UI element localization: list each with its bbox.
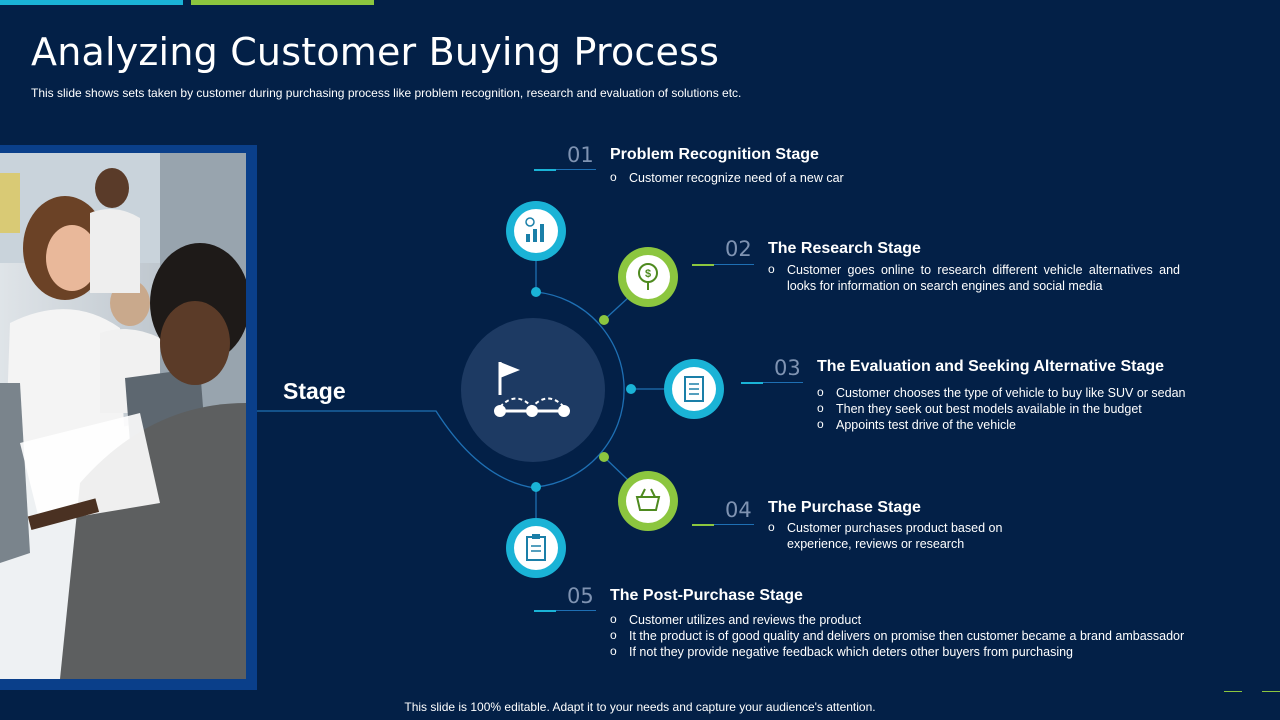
step-03-underline [741,382,803,384]
shopping-basket-icon [618,471,678,531]
stage-connector-line [257,410,536,489]
svg-text:$: $ [645,268,651,280]
top-accent-bar-green [191,0,374,5]
idea-chart-icon [506,201,566,261]
flag-path-icon [494,362,570,417]
step-02-number: 02 [725,237,752,261]
step-04-point-1: Customer purchases product based on expe… [768,519,1018,552]
junction-dot-01 [531,287,541,297]
step-05-underline [534,610,596,612]
step-01-underline [534,169,596,171]
step-02-title: The Research Stage [768,240,921,257]
top-accent-bar-cyan [0,0,183,5]
step-05-number: 05 [567,584,594,608]
junction-dot-04 [599,452,609,462]
step-01-number: 01 [567,143,594,167]
business-meeting-photo [0,153,246,679]
spoke-02 [603,296,630,321]
step-04-title: The Purchase Stage [768,499,921,516]
step-04-number: 04 [725,498,752,522]
step-03-point-1: Customer chooses the type of vehicle to … [817,384,1237,401]
step-05-point-2: It the product is of good quality and de… [610,627,1230,644]
hub-circle [461,318,605,462]
stage-arc [535,291,625,488]
junction-dot-02 [599,315,609,325]
step-05-point-1: Customer utilizes and reviews the produc… [610,611,1230,628]
step-02-points: Customer goes online to research differe… [768,261,1180,294]
step-03-point-2: Then they seek out best models available… [817,400,1237,417]
slide-footer: This slide is 100% editable. Adapt it to… [404,700,876,714]
step-05-points: Customer utilizes and reviews the produc… [610,611,1230,660]
step-01-title: Problem Recognition Stage [610,146,819,163]
corner-accent-line-1 [1224,691,1242,692]
photo-frame [0,145,257,690]
step-04-points: Customer purchases product based on expe… [768,519,1018,552]
slide-title: Analyzing Customer Buying Process [31,30,720,74]
step-05-title: The Post-Purchase Stage [610,587,803,604]
step-04-underline [692,524,754,526]
junction-dot-03 [626,384,636,394]
step-03-title: The Evaluation and Seeking Alternative S… [817,358,1165,375]
document-checklist-icon [664,359,724,419]
step-03-number: 03 [774,356,801,380]
step-01-point-1: Customer recognize need of a new car [610,169,1090,186]
step-03-points: Customer chooses the type of vehicle to … [817,384,1237,433]
step-02-underline [692,264,754,266]
step-01-points: Customer recognize need of a new car [610,169,1090,186]
dollar-bulb-icon: $ [618,247,678,307]
slide-subtitle: This slide shows sets taken by customer … [31,86,742,100]
step-02-point-1: Customer goes online to research differe… [768,261,1180,294]
corner-accent-line-2 [1262,691,1280,692]
clipboard-review-icon [506,518,566,578]
step-03-point-3: Appoints test drive of the vehicle [817,416,1237,433]
spoke-04 [603,456,630,482]
center-stage-label: Stage [283,378,346,404]
step-05-point-3: If not they provide negative feedback wh… [610,643,1230,660]
junction-dot-05 [531,482,541,492]
